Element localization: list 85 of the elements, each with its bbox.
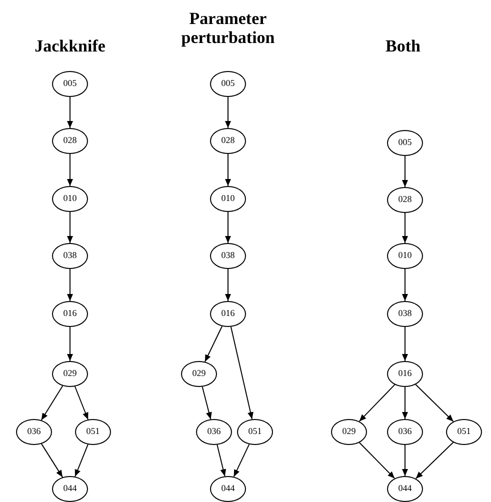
arrow	[204, 326, 223, 362]
node-ellipse	[210, 186, 246, 212]
arrow	[67, 96, 73, 128]
column-title: Parameter perturbation	[180, 9, 276, 47]
node-label: 010	[221, 192, 235, 206]
node-ellipse	[196, 419, 232, 445]
arrow	[225, 96, 231, 128]
node-label: 028	[221, 134, 235, 148]
node-ellipse	[387, 130, 423, 156]
arrow	[402, 268, 408, 302]
node-label: 051	[457, 425, 471, 438]
arrow	[415, 442, 454, 480]
node-ellipse	[52, 186, 88, 212]
node-ellipse	[210, 301, 246, 327]
node-ellipse	[52, 476, 88, 502]
arrow	[225, 212, 231, 244]
node-ellipse	[16, 419, 52, 445]
arrow	[67, 154, 73, 186]
node-ellipse	[387, 301, 423, 327]
node-label: 016	[63, 307, 77, 320]
arrow	[358, 384, 396, 422]
node-ellipse	[331, 419, 367, 445]
arrow	[402, 326, 408, 362]
column-title: Both	[384, 36, 422, 56]
node-ellipse	[387, 361, 423, 387]
node-label: 036	[207, 425, 221, 438]
arrow	[67, 326, 73, 362]
node-label: 044	[221, 482, 235, 496]
node-ellipse	[75, 419, 111, 445]
arrow	[216, 444, 226, 477]
arrow	[202, 386, 212, 420]
arrow	[230, 326, 254, 420]
node-ellipse	[446, 419, 482, 445]
node-label: 005	[398, 136, 412, 150]
node-ellipse	[52, 301, 88, 327]
node-label: 036	[27, 425, 41, 438]
node-ellipse	[387, 419, 423, 445]
node-ellipse	[387, 476, 423, 502]
arrow	[415, 384, 454, 422]
node-label: 029	[192, 367, 206, 380]
arrow	[67, 268, 73, 302]
node-label: 005	[63, 77, 77, 90]
node-label: 029	[342, 425, 356, 438]
arrow	[225, 268, 231, 302]
node-label: 044	[398, 482, 412, 496]
arrow	[233, 444, 250, 478]
arrow	[225, 154, 231, 186]
node-ellipse	[387, 187, 423, 213]
node-ellipse	[387, 243, 423, 269]
node-label: 036	[398, 425, 412, 438]
node-label: 051	[86, 425, 100, 438]
arrow	[74, 386, 89, 420]
arrow	[358, 442, 396, 479]
node-ellipse	[52, 243, 88, 269]
node-label: 038	[221, 249, 235, 262]
node-ellipse	[210, 476, 246, 502]
node-ellipse	[210, 128, 246, 154]
node-label: 051	[248, 425, 262, 438]
arrow	[67, 212, 73, 244]
arrow	[74, 444, 88, 478]
node-ellipse	[210, 243, 246, 269]
node-ellipse	[237, 419, 273, 445]
node-label: 010	[63, 192, 77, 206]
arrow	[402, 156, 408, 188]
arrow	[40, 385, 64, 421]
node-label: 016	[221, 307, 235, 320]
arrow	[402, 386, 408, 420]
node-ellipse	[52, 71, 88, 97]
node-label: 028	[398, 193, 412, 206]
node-ellipse	[52, 128, 88, 154]
arrow	[402, 444, 408, 476]
node-ellipse	[181, 361, 217, 387]
node-label: 005	[221, 77, 235, 90]
node-ellipse	[52, 361, 88, 387]
node-label: 010	[398, 249, 412, 262]
arrow	[402, 212, 408, 244]
node-label: 038	[398, 307, 412, 320]
node-label: 016	[398, 367, 412, 380]
node-ellipse	[210, 71, 246, 97]
node-label: 028	[63, 134, 77, 148]
node-label: 038	[63, 249, 77, 262]
node-label: 044	[63, 482, 77, 496]
column-title: Jackknife	[34, 36, 106, 56]
arrow	[40, 443, 64, 478]
node-label: 029	[63, 367, 77, 380]
